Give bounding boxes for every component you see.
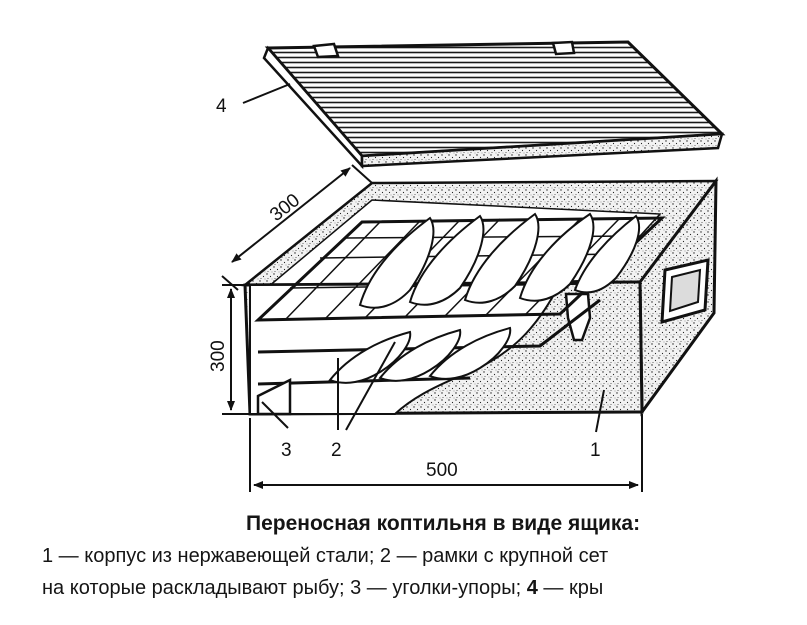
fish: [408, 214, 485, 306]
depth-extension-2: [351, 164, 373, 184]
callout-4: 4: [216, 96, 227, 117]
side-handle-slot: [668, 268, 702, 313]
leader-lines: [242, 83, 605, 433]
fish: [573, 214, 641, 294]
lid: [262, 40, 726, 170]
fish: [428, 326, 512, 380]
leader-1: [595, 389, 605, 433]
caption-line-2-tail: — кры: [537, 577, 604, 599]
caption-line-2: на которые раскладывают рыбу; 3 — уголки…: [42, 577, 603, 600]
fish: [328, 330, 412, 384]
fish: [358, 216, 435, 309]
caption-line-2-text: на которые раскладывают рыбу; 3 — уголки…: [42, 577, 527, 599]
leader-2b: [345, 341, 396, 431]
leader-4: [242, 83, 291, 104]
depth-dimension-line: [231, 167, 351, 263]
caption-line-1: 1 — корпус из нержавеющей стали; 2 — рам…: [42, 545, 609, 567]
fish: [378, 328, 462, 382]
lid-latch-right: [551, 40, 576, 56]
lid-latch-left: [312, 42, 340, 59]
lid-side-rim: [360, 132, 724, 168]
length-label: 500: [426, 460, 458, 481]
dimension-lines: [221, 164, 643, 492]
fish-group: [328, 212, 641, 384]
leader-3: [261, 401, 289, 429]
mesh-frame-bottom: [257, 376, 471, 386]
callout-3: 3: [281, 440, 292, 461]
fish: [463, 212, 540, 304]
callout-2: 2: [331, 440, 342, 461]
caption-title: Переносная коптильня в виде ящика:: [246, 512, 641, 535]
mesh-frame-middle: [257, 298, 601, 354]
mesh-frames: [254, 212, 666, 416]
caption-line-2-bold-number: 4: [526, 577, 538, 599]
fish: [518, 212, 595, 302]
height-label: 300: [208, 340, 229, 372]
callout-1: 1: [590, 440, 601, 461]
depth-extension-1: [221, 275, 239, 291]
depth-label: 300: [266, 190, 304, 226]
